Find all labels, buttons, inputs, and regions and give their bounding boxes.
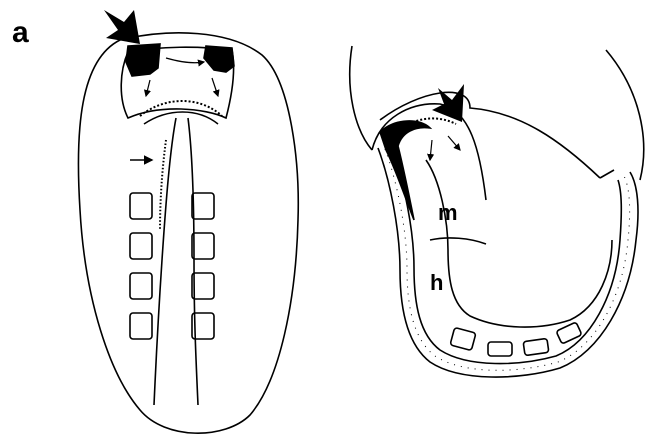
- neural-tube-left: [154, 118, 176, 405]
- somite: [450, 327, 476, 350]
- somite: [192, 193, 214, 219]
- neural-fold-inner: [144, 112, 218, 124]
- membrane-connector: [600, 170, 614, 178]
- left-embryo-outline: [78, 33, 298, 433]
- gut-inner-wall: [426, 160, 612, 327]
- somite: [192, 273, 214, 299]
- dark-crescent: [380, 121, 430, 220]
- neural-tube-right: [188, 118, 198, 405]
- membrane-top: [380, 92, 600, 178]
- outer-membrane-right: [606, 50, 644, 180]
- outer-membrane-left: [350, 46, 372, 150]
- somite: [130, 313, 152, 339]
- somite: [130, 233, 152, 259]
- flow-arrow: [448, 136, 460, 150]
- flow-arrow: [166, 58, 204, 63]
- flow-arrow: [212, 78, 218, 96]
- label-m: m: [438, 200, 458, 225]
- somite: [488, 342, 512, 356]
- ectoderm-ticks: [385, 149, 630, 370]
- somite: [523, 338, 549, 355]
- somite: [130, 193, 152, 219]
- left-pointer-arrow: [104, 10, 140, 44]
- label-h: h: [430, 270, 443, 295]
- flow-arrow: [430, 140, 432, 160]
- somite: [130, 273, 152, 299]
- left-dark-mark: [126, 44, 160, 76]
- right-pointer-arrow: [432, 84, 464, 122]
- somite: [192, 233, 214, 259]
- left-embryo-dorsal-view: [78, 33, 298, 433]
- ectoderm-layer-inner: [392, 150, 621, 364]
- flow-arrow: [146, 80, 150, 96]
- mh-boundary: [430, 238, 486, 244]
- right-dark-mark: [204, 46, 234, 72]
- right-embryo-sagittal-view: [350, 46, 644, 377]
